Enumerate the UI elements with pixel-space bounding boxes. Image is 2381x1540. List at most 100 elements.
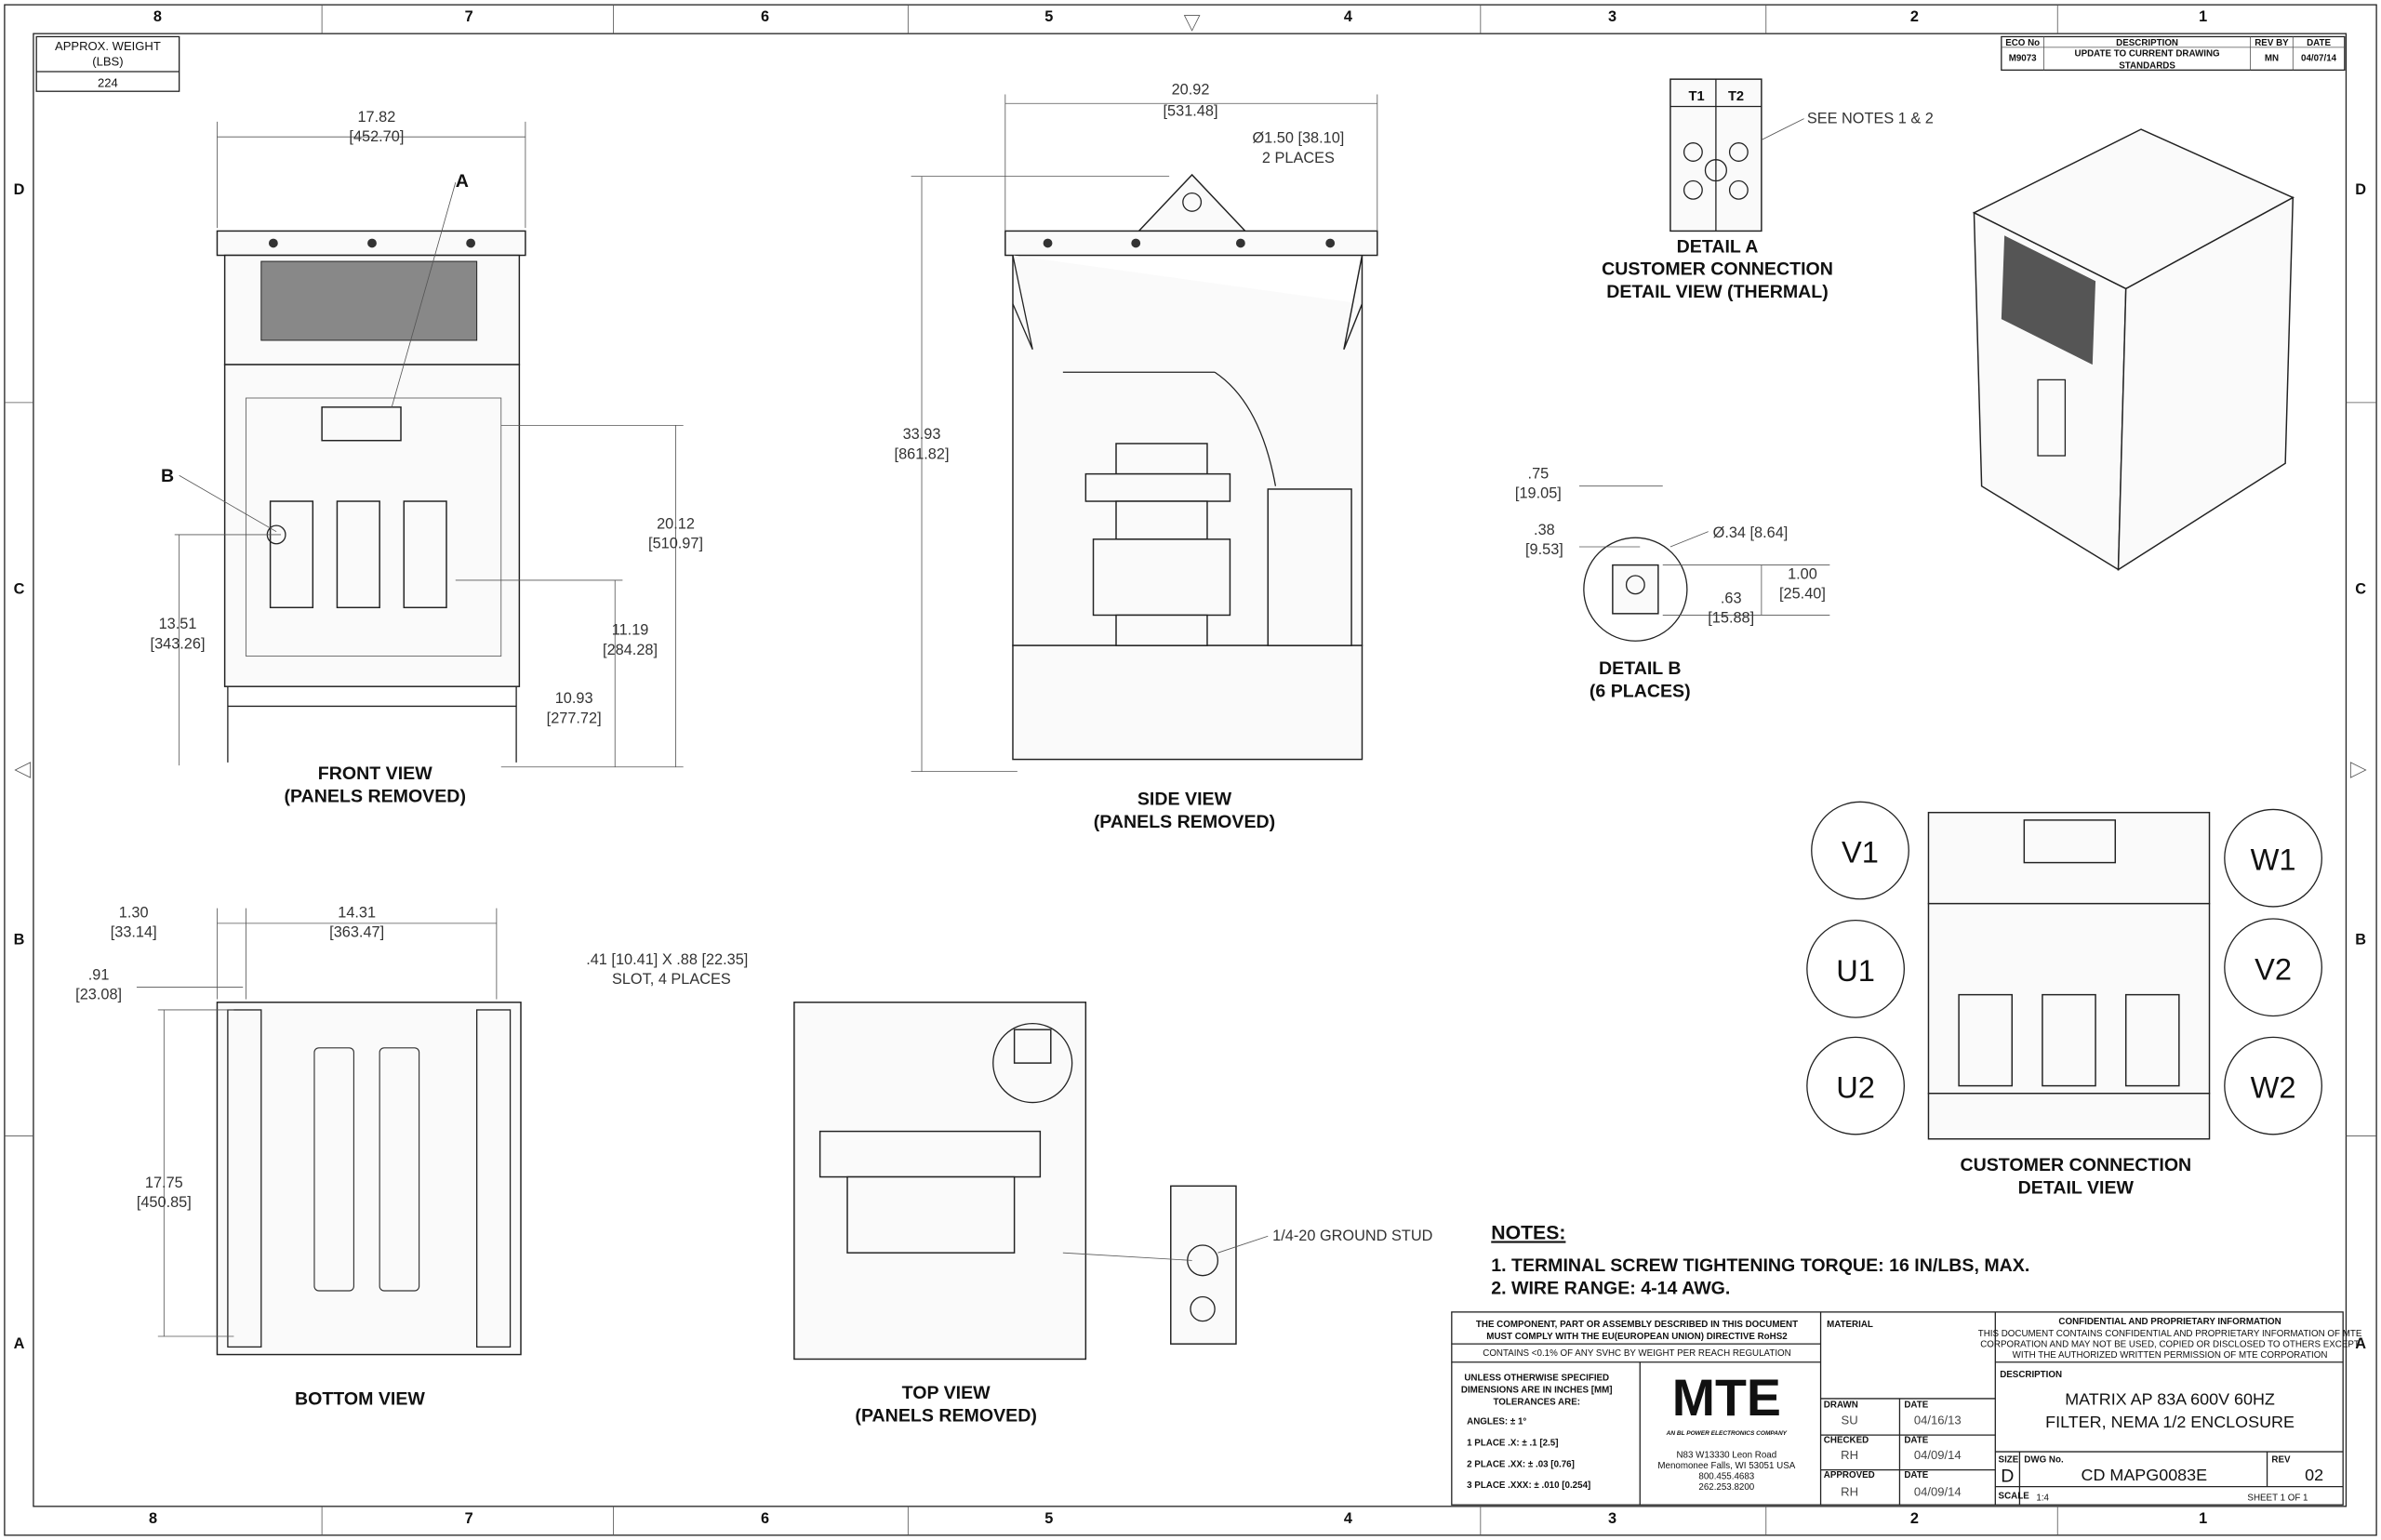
drawing-line <box>379 1047 420 1292</box>
drawing-text: A <box>456 171 469 192</box>
drawing-text: SIDE VIEW <box>1137 790 1232 810</box>
drawing-text: SU <box>1842 1414 1858 1427</box>
drawing-text: 1.30 <box>119 904 149 921</box>
revision-block: ECO No DESCRIPTION REV BY DATE M9073 UPD… <box>2001 35 2346 72</box>
drawing-text: DETAIL VIEW (THERMAL) <box>1606 282 1829 302</box>
drawing-line <box>992 1023 1073 1104</box>
drawing-text: V2 <box>2255 951 2292 986</box>
drawing-line <box>1012 255 1033 351</box>
drawing-text: 262.253.8200 <box>1698 1482 1754 1493</box>
drawing-text: [277.72] <box>547 710 602 726</box>
drawing-line <box>1115 614 1208 646</box>
drawing-line <box>1235 238 1245 248</box>
drawing-text: [33.14] <box>111 924 157 941</box>
drawing-text: 7 <box>465 8 473 25</box>
drawing-text: REV <box>2271 1454 2291 1465</box>
drawing-line <box>1761 118 1804 140</box>
drawing-text: .63 <box>1721 590 1742 606</box>
drawing-text: RH <box>1841 1448 1858 1462</box>
drawing-text: DATE <box>1904 1435 1928 1445</box>
drawing-text: MN <box>2265 54 2279 64</box>
drawing-line <box>2037 378 2067 457</box>
drawing-text: FRONT VIEW <box>318 763 432 784</box>
drawing-text: N83 W13330 Leon Road <box>1676 1451 1776 1461</box>
drawing-text: DESCRIPTION <box>2000 1370 2062 1380</box>
drawing-line <box>1170 1185 1237 1345</box>
drawing-text: [19.05] <box>1515 485 1562 502</box>
drawing-text: [452.70] <box>349 128 404 145</box>
drawing-text: 7 <box>465 1510 473 1527</box>
title-block: THE COMPONENT, PART OR ASSEMBLY DESCRIBE… <box>1451 1311 2362 1506</box>
drawing-text: CORPORATION AND MAY NOT BE USED, COPIED … <box>1980 1339 2360 1349</box>
drawing-text: 4 <box>1344 1510 1352 1527</box>
drawing-text: 1:4 <box>2036 1493 2049 1503</box>
drawing-text: A <box>14 1335 25 1352</box>
drawing-line <box>911 94 1378 773</box>
drawing-text: SCALE <box>1999 1492 2030 1502</box>
drawing-line <box>246 397 502 657</box>
drawing-text: 17.75 <box>145 1175 183 1191</box>
drawing-text: UNLESS OTHERWISE SPECIFIED <box>1464 1373 1609 1383</box>
drawing-text: .75 <box>1528 466 1550 483</box>
drawing-line <box>1183 15 1201 32</box>
drawing-text: .41 [10.41] X .88 [22.35] <box>586 951 748 968</box>
drawing-line <box>1115 500 1208 540</box>
drawing-text: 04/07/14 <box>2301 54 2337 64</box>
drawing-text: UPDATE TO CURRENT DRAWING <box>2075 49 2220 60</box>
drawing-line <box>14 762 32 778</box>
drawing-text: (PANELS REMOVED) <box>855 1405 1036 1426</box>
drawing-text: TOP VIEW <box>902 1383 991 1403</box>
drawing-line <box>1704 159 1727 182</box>
drawing-frame <box>33 33 2348 1507</box>
drawing-text: [531.48] <box>1164 102 1218 119</box>
drawing-text: 3 <box>1608 8 1616 25</box>
drawing-text: 10.93 <box>555 690 593 707</box>
drawing-text: 1 <box>2199 1510 2207 1527</box>
drawing-text: 1. TERMINAL SCREW TIGHTENING TORQUE: 16 … <box>1491 1255 2029 1276</box>
drawing-line <box>846 1175 1016 1254</box>
drawing-line <box>1131 238 1141 248</box>
drawing-text: AN BL POWER ELECTRONICS COMPANY <box>1666 1430 1788 1437</box>
drawing-line <box>227 686 517 763</box>
drawing-text: 33.93 <box>903 426 941 443</box>
drawing-line <box>1084 472 1231 502</box>
drawing-text: CD MAPG0083E <box>2082 1466 2208 1484</box>
drawing-line <box>476 1009 512 1348</box>
drawing-text: 04/09/14 <box>1914 1448 1962 1462</box>
drawing-line <box>216 1002 522 1356</box>
drawing-text: 11.19 <box>612 622 649 639</box>
terminal-bubbles: V1 W1 U1 V2 U2 W2 <box>1806 801 2322 1135</box>
drawing-line <box>136 908 498 1337</box>
drawing-text: 5 <box>1044 8 1053 25</box>
drawing-line <box>1115 443 1208 475</box>
drawing-line <box>1267 488 1352 646</box>
drawing-text: DATE <box>1904 1401 1928 1411</box>
drawing-line <box>1683 142 1703 162</box>
drawing-line <box>174 121 684 768</box>
outer-border <box>4 4 2377 1536</box>
drawing-line <box>321 406 402 442</box>
drawing-text: BOTTOM VIEW <box>295 1388 425 1409</box>
drawing-text: DRAWN <box>1824 1401 1858 1411</box>
drawing-line <box>1062 1235 1269 1261</box>
drawing-text: 1 <box>2199 8 2207 25</box>
drawing-text: 6 <box>761 1510 769 1527</box>
drawing-text: D <box>2001 1467 2014 1487</box>
isometric-view <box>1972 128 2295 571</box>
drawing-text: A <box>2355 1335 2366 1352</box>
drawing-text: .38 <box>1534 522 1555 538</box>
drawing-text: SLOT, 4 PLACES <box>612 971 731 988</box>
drawing-text: THIS DOCUMENT CONTAINS CONFIDENTIAL AND … <box>1978 1329 2362 1339</box>
drawing-text: DATE <box>2307 38 2331 48</box>
drawing-text: D <box>2355 181 2366 198</box>
drawing-line <box>227 1009 262 1348</box>
notes: NOTES: 1. TERMINAL SCREW TIGHTENING TORQ… <box>1491 1222 2029 1298</box>
zone-ticks <box>4 5 2377 1535</box>
drawing-text: C <box>14 581 25 598</box>
drawing-text: 5 <box>1044 1510 1053 1527</box>
drawing-line <box>818 1130 1042 1178</box>
drawing-text: 8 <box>149 1510 157 1527</box>
